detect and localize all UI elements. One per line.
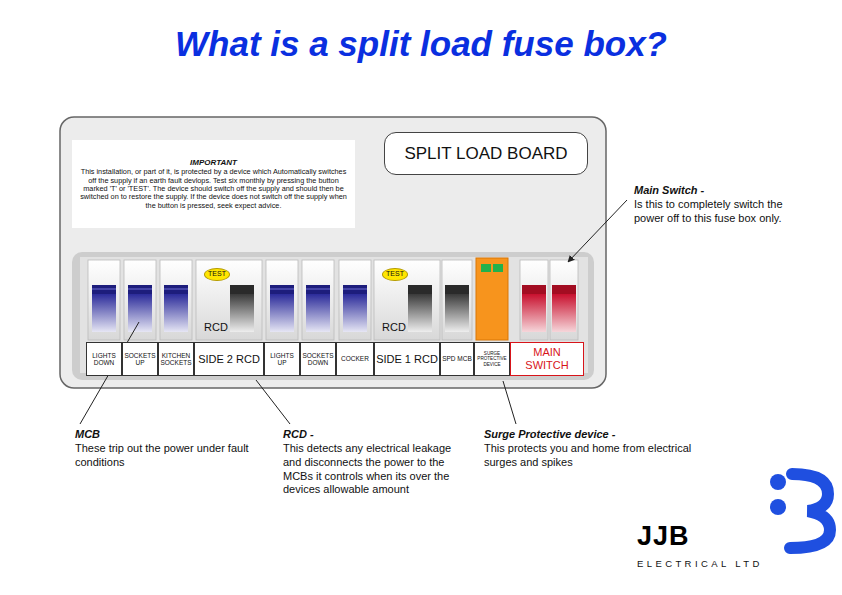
notice-heading: IMPORTANT [80,158,347,167]
surge-indicator [493,264,503,272]
circuit-label: COCKER [336,342,374,376]
callout-heading: Main Switch - [634,184,814,198]
leader-arrow [568,200,627,262]
callout-heading: MCB [75,428,235,442]
circuit-label: SOCKETS DOWN [300,342,336,376]
board-housing [60,117,606,388]
node-text: SPD MCB [442,355,472,362]
board-title-box: SPLIT LOAD BOARD [384,132,588,175]
mcb-module [339,260,371,340]
node-text: TEST [206,270,228,278]
node-text: LIGHTS DOWN [88,352,120,367]
rcd-module [196,260,262,340]
circuit-label: SIDE 2 RCD [194,342,264,376]
callout-heading: Surge Protective device - [484,428,714,442]
circuit-label: SURGE PROTECTIVE DEVICE [474,342,510,376]
circuit-label: SOCKETS UP [122,342,158,376]
rcd-module [374,260,440,340]
circuit-label: SIDE 1 RCD [374,342,440,376]
node-text: TEST [384,270,406,278]
spd-mcb-module [442,260,472,340]
callout-text: This detects any electrical leakage and … [283,442,455,497]
test-button: TEST [204,268,230,281]
callout-text: This protects you and home from electric… [484,442,709,470]
circuit-label: SPD MCB [440,342,474,376]
callout-heading: RCD - [283,428,443,442]
warning-notice: IMPORTANTThis installation, or part of i… [72,140,355,228]
leader-line [503,381,516,424]
notice-body: This installation, or part of it, is pro… [80,168,347,210]
node-text: SOCKETS UP [124,352,156,367]
node-text: SPLIT LOAD BOARD [386,144,586,164]
mcb-module [88,260,120,340]
module-label: RCD [382,321,422,335]
main-switch-toggle [520,260,548,340]
logo-dot [770,499,786,515]
callout-text: These trip out the power under fault con… [75,442,250,470]
page-title: What is a split load fuse box? [0,24,842,64]
logo-name: JJB [637,520,727,554]
breaker-strip [72,252,594,380]
node-text: SIDE 1 RCD [376,353,438,366]
node-text: COCKER [338,355,372,362]
logo-dot [770,474,786,490]
circuit-label: KITCHEN SOCKETS [158,342,194,376]
surge-device [476,258,508,340]
leader-line [256,380,290,424]
node-text: SOCKETS DOWN [302,352,334,367]
node-text: MAIN SWITCH [512,346,582,371]
module-label: RCD [204,321,244,335]
callout-text: Is this to completely switch the power o… [634,198,784,226]
mcb-module [160,260,192,340]
logo-subtitle: ELECTRICAL LTD [637,558,837,570]
surge-indicator [481,264,491,272]
node-text: KITCHEN SOCKETS [160,352,192,367]
mcb-module [302,260,334,340]
node-text: SURGE PROTECTIVE DEVICE [476,351,508,367]
circuit-label: LIGHTS UP [264,342,300,376]
logo-mark [790,474,830,548]
circuit-label: LIGHTS DOWN [86,342,122,376]
mcb-module [124,260,156,340]
node-text: LIGHTS UP [266,352,298,367]
mcb-module [266,260,298,340]
test-button: TEST [382,268,408,281]
main-switch-toggle [550,260,578,340]
node-text: SIDE 2 RCD [196,353,262,366]
circuit-label: MAIN SWITCH [510,342,584,376]
